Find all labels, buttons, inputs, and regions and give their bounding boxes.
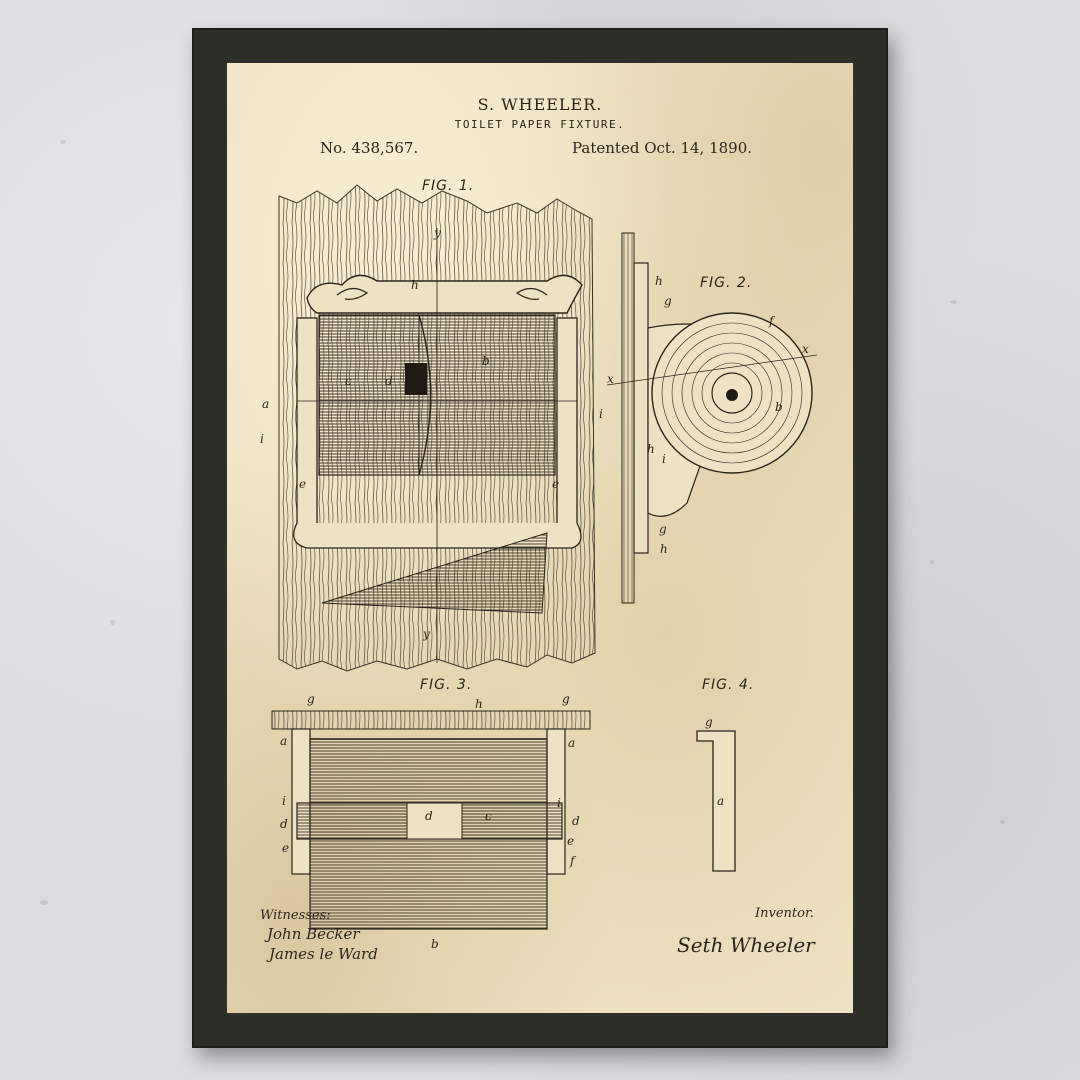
label-h-fig3: h	[475, 697, 483, 711]
label-i-fig2: i	[662, 452, 666, 466]
label-f-fig3: f	[569, 854, 577, 868]
label-h-fig2-top: h	[655, 274, 663, 288]
label-b-fig2: b	[775, 400, 783, 414]
label-d-fig3-center: d	[425, 809, 433, 823]
label-e-fig1-right: e	[552, 477, 559, 491]
label-h-fig1: h	[411, 278, 419, 292]
fig1-drawing: y h b c d a i i e e y	[260, 184, 603, 672]
label-x-fig2-left: x	[607, 372, 614, 386]
label-h-fig2-mid: h	[647, 442, 655, 456]
witness-signature-2: James le Ward	[269, 945, 378, 963]
label-a-fig4: a	[717, 794, 724, 808]
label-g-fig2-top: g	[664, 294, 672, 308]
label-a-fig3-right: a	[568, 736, 575, 750]
patent-title: TOILET PAPER FIXTURE.	[454, 118, 626, 131]
patent-date: Patented Oct. 14, 1890.	[572, 139, 753, 157]
label-d-fig3-right: d	[572, 814, 580, 828]
patent-print: S. WHEELER. TOILET PAPER FIXTURE. No. 43…	[227, 63, 853, 1013]
label-y-bottom: y	[422, 627, 430, 641]
label-a-fig1: a	[262, 397, 269, 411]
patent-drawings: y h b c d a i i e e y h g	[260, 184, 818, 951]
fig4-label: FIG. 4.	[702, 677, 755, 693]
inventor-name: S. WHEELER.	[477, 95, 603, 114]
label-i-fig1-left: i	[260, 432, 264, 446]
label-h-fig2-bottom: h	[660, 542, 668, 556]
fig3-drawing: g g h a a i i d d d c e e f b	[271, 692, 591, 951]
inventor-label: Inventor.	[755, 906, 814, 921]
label-e-fig3-left: e	[282, 841, 289, 855]
fig4-drawing: g a	[696, 715, 736, 872]
label-e-fig1-left: e	[299, 477, 306, 491]
label-i-fig1-right: i	[599, 407, 603, 421]
label-a-fig3-left: a	[280, 734, 287, 748]
label-i-fig3-right: i	[557, 796, 561, 810]
label-b-fig3: b	[431, 937, 439, 951]
inventor-signature: Seth Wheeler	[677, 933, 815, 957]
label-g-fig2-bottom: g	[659, 522, 667, 536]
label-e-fig3-right: e	[567, 834, 574, 848]
label-y-top: y	[433, 226, 441, 240]
label-g-fig3-left: g	[307, 692, 315, 706]
fig2-label: FIG. 2.	[700, 275, 753, 291]
label-d-fig1: d	[385, 374, 393, 388]
label-i-fig3-left: i	[282, 794, 286, 808]
label-d-fig3-left: d	[280, 817, 288, 831]
fig2-drawing: h g f x x b h i g h	[606, 232, 818, 604]
label-c-fig3: c	[485, 809, 492, 823]
patent-number: No. 438,567.	[320, 139, 419, 157]
witnesses-label: Witnesses:	[260, 908, 331, 923]
label-c-fig1: c	[345, 374, 352, 388]
label-b-fig1: b	[482, 354, 490, 368]
label-x-fig2-right: x	[802, 342, 809, 356]
witness-signature-1: John Becker	[267, 925, 360, 943]
fig3-label: FIG. 3.	[420, 677, 473, 693]
label-f-fig2: f	[768, 314, 776, 328]
fig1-label: FIG. 1.	[422, 178, 475, 194]
label-g-fig3-right: g	[562, 692, 570, 706]
label-g-fig4: g	[705, 715, 713, 729]
